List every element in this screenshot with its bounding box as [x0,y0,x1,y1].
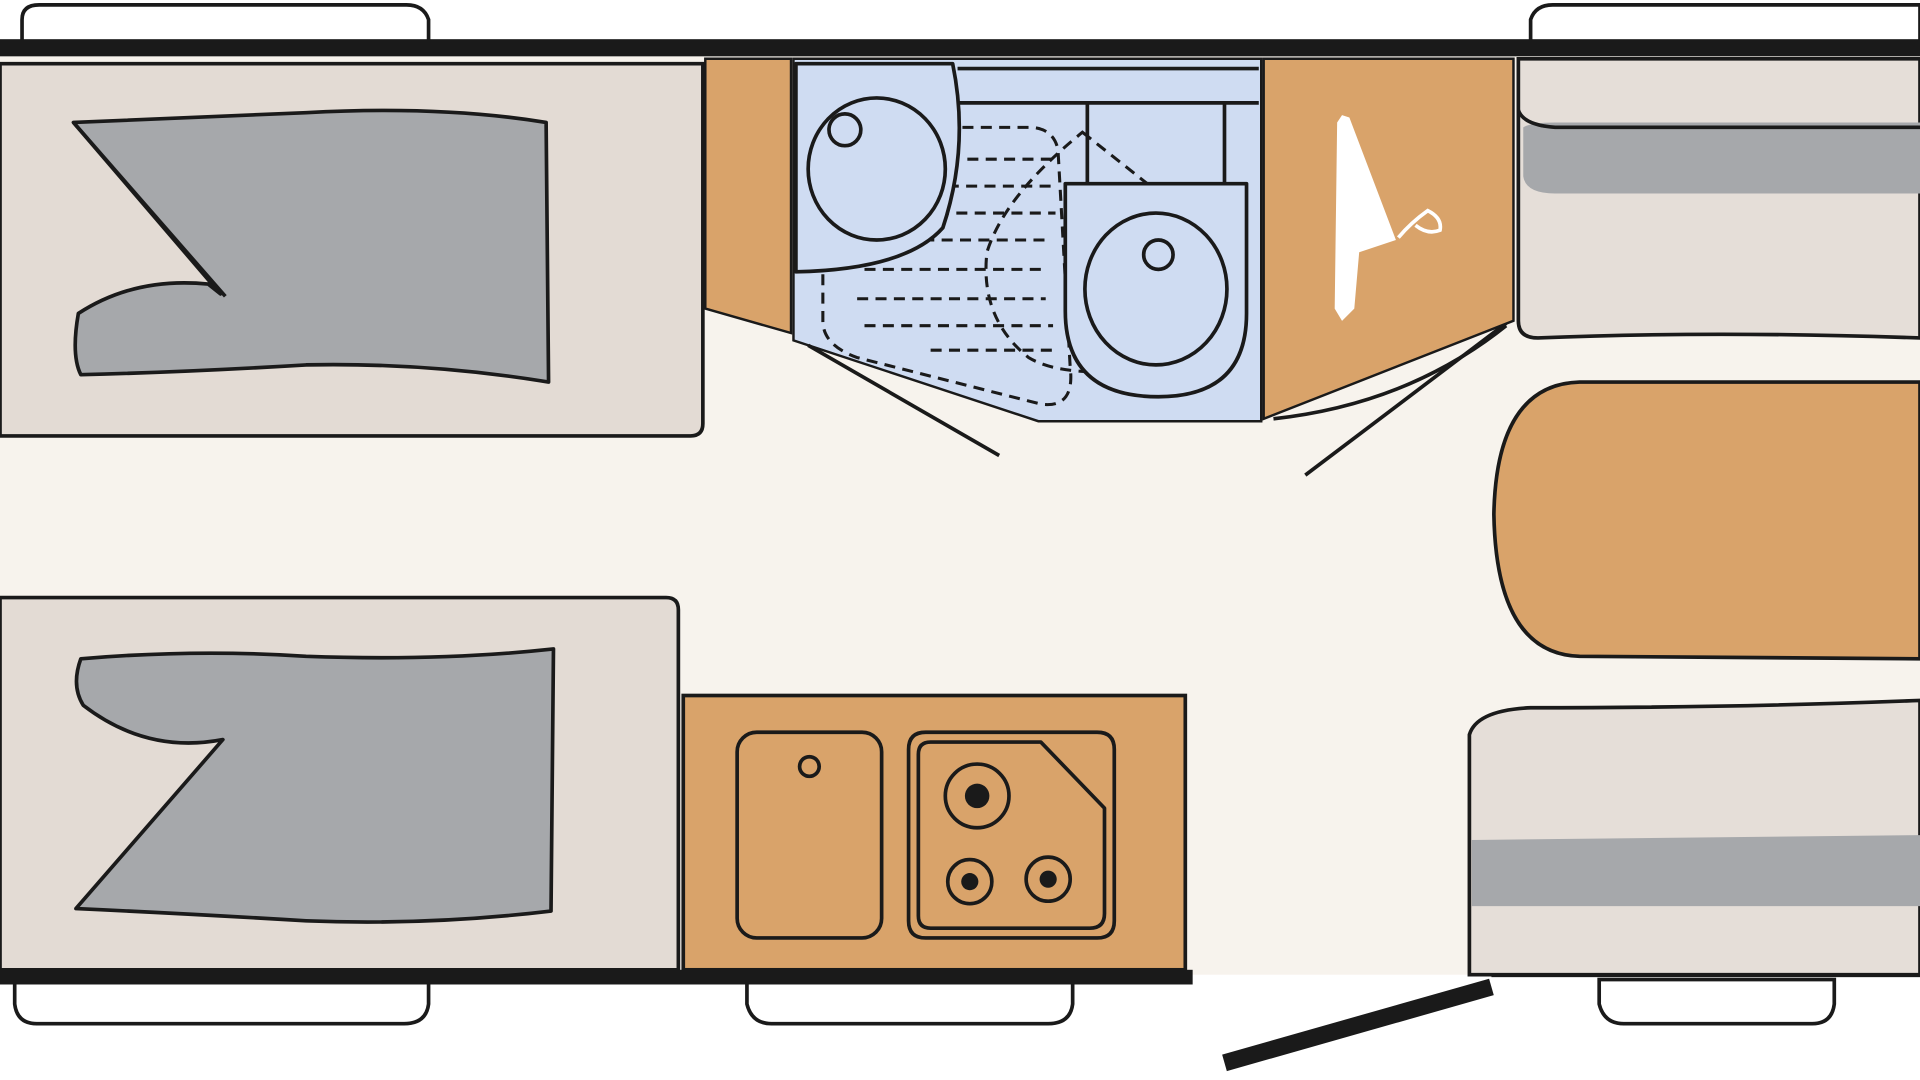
seat-upper-right [1516,56,1920,340]
dining-table [1492,380,1920,661]
bed-top-left [0,61,705,438]
entry-door [1222,978,1494,1072]
burner-small-left-center [961,873,979,891]
coat-hanger-icon [1334,115,1443,321]
sink-icon [735,730,884,940]
windows-bottom [12,977,1837,1026]
burner-large-center [964,783,990,809]
seat-stripe [1523,122,1920,194]
toilet-flush [1141,238,1175,272]
window-bottom-middle [745,977,1075,1026]
bedding-fold [72,121,227,298]
hob-outer [906,730,1117,940]
toilet-cabinet [957,66,1259,184]
seat-stripe [1471,835,1920,907]
sink-basin [735,730,884,940]
seat-edge [1516,109,1920,130]
gas-hob-icon [906,730,1117,940]
shower-drain-lines [857,157,1056,352]
hob-inner [916,740,1107,931]
washbasin-bowl [806,96,948,242]
bed-icon [74,647,556,924]
seat-cushion [1516,56,1920,340]
cabinet-left [704,57,793,335]
wardrobe [1262,57,1515,421]
sink-drain [797,754,822,779]
burner-small-right [1024,855,1073,904]
window-top-left [20,3,431,51]
window-bottom-left [12,977,431,1026]
burner-large [943,762,1011,830]
toilet-bowl [1083,211,1229,367]
bathroom-door [807,343,1001,458]
wall-top [0,39,1920,57]
washbasin-drain [827,112,863,148]
window-top-right [1528,3,1920,51]
window-bottom-right [1597,977,1837,1026]
windows-top [20,3,1920,51]
bed-bottom-left [0,595,681,972]
seat-lower-right [1467,698,1920,977]
burner-small-left [945,857,994,906]
wall-bottom [0,969,1193,985]
bed-icon [71,108,551,384]
burner-small-right-center [1039,870,1057,888]
kitchen [681,693,1188,972]
wardrobe-door-right [1273,324,1508,421]
shower-tray-icon [821,125,1073,407]
bathroom [792,57,1263,423]
shower-curtain [984,130,1227,374]
